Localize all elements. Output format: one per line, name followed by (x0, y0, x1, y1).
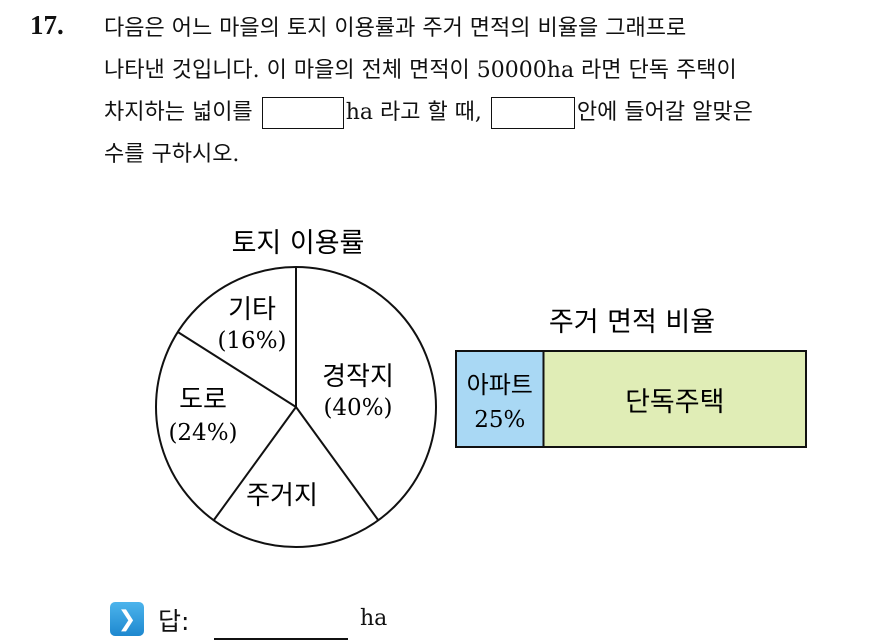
question-line-2: 나타낸 것입니다. 이 마을의 전체 면적이 50000ha 라면 단독 주택이 (104, 58, 737, 83)
bar-segment-value-label: 25% (474, 407, 525, 433)
question-line-3: 차지하는 넓이를 ha 라고 할 때, 안에 들어갈 알맞은 (104, 92, 874, 134)
bar-segment-label: 단독주택 (625, 387, 724, 418)
answer-input-line[interactable] (214, 638, 348, 640)
pie-slice-value-label: (40%) (323, 395, 392, 421)
question-line-3-part-c: 안에 들어갈 알맞은 (576, 100, 753, 125)
chevron-right-icon: ❯ (110, 602, 144, 636)
pie-chart-title: 토지 이용률 (232, 228, 365, 259)
pie-slice-value-label: (24%) (168, 420, 237, 446)
pie-slice-label: 기타 (228, 295, 276, 325)
pie-chart: 경작지 (40%) 주거지 도로 (24%) 기타 (16%) (155, 266, 437, 548)
question-line-1: 다음은 어느 마을의 토지 이용률과 주거 면적의 비율을 그래프로 (104, 16, 687, 41)
pie-slice-boundary (295, 406, 380, 521)
question-line-4: 수를 구하시오. (104, 142, 240, 167)
question-number: 17. (30, 10, 64, 40)
bar-segment (542, 350, 807, 448)
answer-label: 답: (158, 607, 190, 636)
bar-segment-label: 아파트 (467, 371, 533, 399)
question-line-3-part-a: 차지하는 넓이를 (104, 100, 253, 125)
pie-slice-label: 주거지 (246, 481, 318, 511)
blank-box[interactable] (261, 97, 344, 129)
pie-slice-boundary (177, 331, 297, 408)
answer-unit: ha (360, 606, 388, 631)
blank-box-reference (490, 97, 575, 129)
answer-row: ❯ 답: ha (110, 600, 430, 640)
pie-slice-label: 도로 (179, 385, 227, 415)
question-text: 다음은 어느 마을의 토지 이용률과 주거 면적의 비율을 그래프로 나타낸 것… (104, 8, 874, 176)
stacked-bar-chart: 아파트 25% 단독주택 (455, 350, 807, 448)
question-line-3-part-b: ha 라고 할 때, (345, 100, 482, 125)
pie-slice-label: 경작지 (322, 362, 394, 392)
bar-segment (455, 350, 545, 448)
bar-chart-title: 주거 면적 비율 (549, 307, 715, 338)
pie-slice-value-label: (16%) (217, 328, 286, 354)
pie-slice-boundary (212, 406, 297, 521)
